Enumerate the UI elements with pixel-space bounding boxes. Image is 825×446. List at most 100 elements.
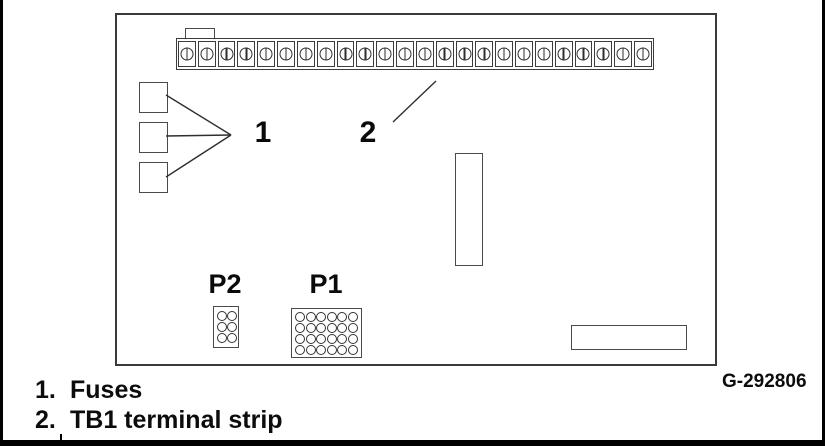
pin-hole (227, 321, 237, 332)
pin-hole (316, 344, 327, 355)
screw-slot (245, 47, 248, 61)
screw-terminal-icon (299, 47, 313, 61)
screw-slot (404, 47, 406, 61)
callout-terminal-strip: 2 (359, 116, 377, 149)
screw-slot (443, 47, 446, 61)
connector-p1 (291, 308, 362, 358)
vertical-component (455, 153, 483, 266)
screw-slot (543, 47, 545, 61)
pin-hole (337, 322, 348, 333)
pin-hole (326, 344, 337, 355)
screw-slot (424, 47, 426, 61)
pin-hole (217, 333, 227, 344)
screw-terminal-icon (517, 47, 531, 61)
terminal-cell (594, 41, 613, 67)
legend-item-fuses: 1. Fuses (35, 375, 283, 405)
screw-slot (265, 47, 267, 61)
terminal-cell (475, 41, 494, 67)
screw-terminal-icon (636, 47, 650, 61)
pin-hole (337, 311, 348, 322)
terminal-cell (178, 41, 196, 67)
screw-terminal-icon (418, 47, 432, 61)
screw-terminal-icon (259, 47, 273, 61)
terminal-cell (217, 41, 236, 67)
screw-slot (206, 47, 208, 61)
pin-hole (347, 344, 358, 355)
terminal-cell (396, 41, 414, 67)
screw-terminal-icon (358, 47, 372, 61)
screw-slot (344, 47, 347, 61)
screw-slot (503, 47, 505, 61)
terminal-cell (237, 41, 256, 67)
screw-terminal-icon (239, 47, 253, 61)
legend-text: Fuses (70, 376, 143, 404)
pin-hole (316, 322, 327, 333)
screw-slot (582, 47, 585, 61)
screw-slot (523, 47, 525, 61)
pin-hole (295, 333, 306, 344)
pin-hole (227, 333, 237, 344)
screw-terminal-icon (319, 47, 333, 61)
pin-hole (305, 322, 316, 333)
terminal-cell (455, 41, 474, 67)
screw-terminal-icon (497, 47, 511, 61)
screw-terminal-icon (279, 47, 293, 61)
pin-hole (217, 310, 227, 321)
screw-slot (562, 47, 565, 61)
screw-terminal-icon (477, 47, 491, 61)
legend-item-terminal-strip: 2. TB1 terminal strip (35, 405, 283, 435)
screw-slot (602, 47, 604, 61)
screw-slot (364, 47, 367, 61)
screw-slot (483, 47, 486, 61)
terminal-cell (336, 41, 355, 67)
pin-hole (326, 311, 337, 322)
terminal-cell (197, 41, 216, 67)
terminal-cell (277, 41, 295, 67)
fuse (139, 82, 168, 113)
terminal-cell (634, 41, 652, 67)
screw-terminal-icon (378, 47, 392, 61)
screw-slot (384, 47, 386, 61)
pin-hole (305, 311, 316, 322)
terminal-strip-tb1 (176, 38, 654, 70)
screw-terminal-icon (537, 47, 551, 61)
terminal-cell (296, 41, 315, 67)
terminal-cell (376, 41, 395, 67)
screw-slot (285, 47, 287, 61)
connector-p1-label: P1 (309, 269, 343, 299)
terminal-cell (316, 41, 335, 67)
pin-hole (316, 333, 327, 344)
figure-code: G-292806 (722, 371, 807, 392)
screw-slot (225, 47, 228, 61)
screw-terminal-icon (398, 47, 412, 61)
pin-hole (337, 344, 348, 355)
pin-hole (337, 333, 348, 344)
legend-number: 1. (35, 376, 56, 404)
scan-artifact-tick (60, 434, 62, 440)
screw-slot (305, 47, 307, 61)
screw-slot (642, 47, 644, 61)
pin-hole (316, 311, 327, 322)
figure-legend: 1. Fuses 2. TB1 terminal strip (35, 375, 283, 435)
pin-hole (326, 322, 337, 333)
pin-hole (227, 310, 237, 321)
legend-number: 2. (35, 406, 56, 434)
fuse (139, 122, 168, 153)
pin-hole (295, 311, 306, 322)
terminal-cell (515, 41, 533, 67)
screw-terminal-icon (438, 47, 452, 61)
pin-hole (295, 344, 306, 355)
pin-hole (305, 344, 316, 355)
screw-slot (463, 47, 466, 61)
terminal-cell (495, 41, 514, 67)
pin-hole (305, 333, 316, 344)
screw-terminal-icon (616, 47, 630, 61)
screw-slot (186, 47, 188, 61)
pin-hole (347, 322, 358, 333)
screw-terminal-icon (576, 47, 590, 61)
terminal-cell (534, 41, 553, 67)
terminal-cell (574, 41, 593, 67)
terminal-cell (356, 41, 375, 67)
terminal-cell (435, 41, 454, 67)
